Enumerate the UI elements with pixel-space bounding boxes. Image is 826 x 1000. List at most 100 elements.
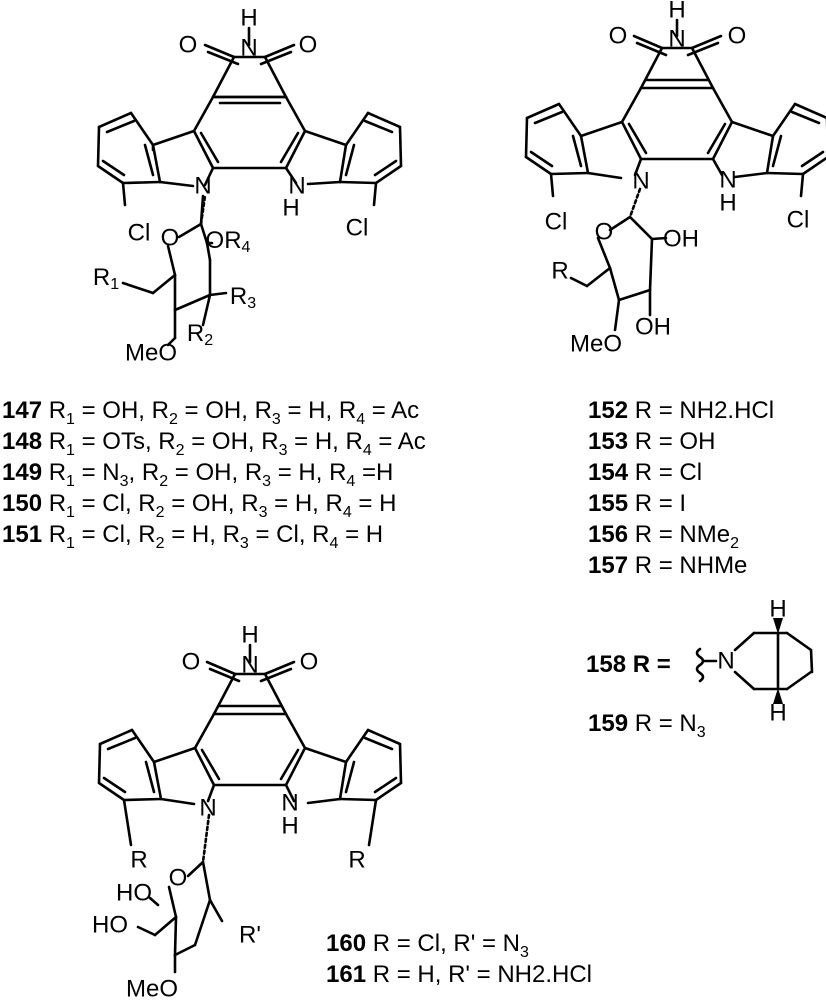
- structure-158-labels: N H H: [717, 596, 786, 727]
- atom-label-N: N: [281, 790, 298, 817]
- compound-caption: 150 R1 = Cl, R2 = OH, R3 = H, R4 = H: [2, 490, 396, 521]
- compound-substituents: R = Cl, R' = N3: [366, 930, 529, 961]
- atom-label-N: N: [199, 795, 216, 822]
- compound-substituents: R = I: [628, 490, 686, 517]
- compound-caption: 152 R = NH2.HCl: [588, 397, 774, 424]
- atom-label-O: O: [161, 225, 180, 252]
- compound-number: 147: [2, 397, 42, 424]
- label-text: R: [93, 264, 110, 291]
- structure-160-161-labels: H O N O N N H R R O HO HO R' MeO: [92, 622, 366, 1000]
- compound-number: 158: [586, 651, 626, 678]
- atom-label-R: R: [130, 847, 147, 874]
- compound-number: 159: [588, 710, 628, 737]
- compound-caption: 148 R1 = OTs, R2 = OH, R3 = H, R4 = Ac: [2, 428, 426, 459]
- atom-label-OR4: OR4: [206, 227, 251, 256]
- compound-substituents: R = H, R' = NH2.HCl: [366, 961, 592, 988]
- compound-caption: 157 R = NHMe: [588, 552, 747, 579]
- atom-label-O: O: [169, 865, 188, 892]
- compound-number: 152: [588, 397, 628, 424]
- structure-147-151: [96, 26, 403, 347]
- label-text: R: [187, 320, 204, 347]
- atom-label-N: N: [288, 173, 305, 200]
- compound-number: 151: [2, 521, 42, 548]
- compound-caption: 151 R1 = Cl, R2 = H, R3 = Cl, R4 = H: [2, 521, 383, 552]
- compound-caption: 155 R = I: [588, 490, 686, 517]
- compound-number: 153: [588, 428, 628, 455]
- label-text: R: [230, 283, 247, 310]
- compound-number: 161: [326, 961, 366, 988]
- atom-label-O: O: [299, 32, 318, 59]
- atom-label-R-prime: R': [239, 922, 261, 949]
- compound-substituents: R1 = Cl, R2 = OH, R3 = H, R4 = H: [42, 490, 396, 521]
- compound-number: 154: [588, 459, 629, 486]
- compound-number: 155: [588, 490, 628, 517]
- atom-label-R: R: [551, 258, 568, 285]
- compound-substituents: R1 = OTs, R2 = OH, R3 = H, R4 = Ac: [42, 428, 426, 459]
- compound-number: 157: [588, 552, 628, 579]
- atom-label-OH: OH: [635, 314, 671, 341]
- compound-number: 150: [2, 490, 42, 517]
- atom-label-O: O: [300, 649, 319, 676]
- compound-substituents: R = NMe2: [628, 521, 739, 552]
- compound-number: 149: [2, 459, 42, 486]
- atom-label-H: H: [241, 622, 258, 649]
- atom-label-HO: HO: [116, 880, 152, 907]
- atom-label-OH: OH: [663, 226, 699, 253]
- structure-152-159: [524, 18, 826, 332]
- compound-caption: 159 R = N3: [588, 710, 706, 741]
- compound-list-147-151: 147 R1 = OH, R2 = OH, R3 = H, R4 = Ac148…: [2, 397, 426, 552]
- atom-label-H: H: [240, 5, 257, 32]
- compound-caption: 154 R = Cl: [588, 459, 702, 486]
- compound-number: 148: [2, 428, 42, 455]
- label-subscript: 3: [247, 295, 256, 312]
- atom-label-R3: R3: [230, 283, 256, 312]
- atom-label-N: N: [240, 35, 257, 62]
- compound-caption: 149 R1 = N3, R2 = OH, R3 = H, R4 =H: [2, 459, 393, 490]
- atom-label-Cl: Cl: [545, 209, 568, 236]
- atom-label-N: N: [194, 173, 211, 200]
- atom-label-MeO: MeO: [125, 340, 177, 367]
- compound-substituents: R = N3: [628, 710, 706, 741]
- compound-caption: 156 R = NMe2: [588, 521, 739, 552]
- atom-label-H: H: [719, 190, 736, 217]
- structure-160-161: [97, 643, 403, 974]
- atom-label-Cl: Cl: [346, 215, 369, 242]
- atom-label-N: N: [719, 167, 736, 194]
- atom-label-R1: R1: [93, 264, 119, 293]
- atom-label-O: O: [609, 23, 628, 50]
- compound-substituents: R =: [626, 651, 671, 678]
- compound-substituents: R = NH2.HCl: [628, 397, 774, 424]
- compound-number: 156: [588, 521, 628, 548]
- compound-caption: 158 R =: [586, 651, 671, 678]
- compound-substituents: R = NHMe: [628, 552, 747, 579]
- atom-label-N: N: [717, 648, 734, 675]
- atom-label-H: H: [769, 700, 786, 727]
- compound-caption: 161 R = H, R' = NH2.HCl: [326, 961, 592, 988]
- atom-label-MeO: MeO: [570, 331, 622, 358]
- compound-substituents: R = OH: [628, 428, 715, 455]
- compound-caption: 147 R1 = OH, R2 = OH, R3 = H, R4 = Ac: [2, 397, 419, 428]
- atom-label-N: N: [241, 652, 258, 679]
- atom-label-O: O: [179, 32, 198, 59]
- compound-substituents: R1 = OH, R2 = OH, R3 = H, R4 = Ac: [42, 397, 419, 428]
- atom-label-R: R: [348, 847, 365, 874]
- atom-label-Cl: Cl: [128, 220, 151, 247]
- compound-caption: 153 R = OH: [588, 428, 715, 455]
- compound-caption: 160 R = Cl, R' = N3: [326, 930, 529, 961]
- label-subscript: 4: [242, 239, 251, 256]
- atom-label-H: H: [281, 813, 298, 840]
- atom-label-H: H: [668, 0, 685, 24]
- atom-label-HO: HO: [92, 912, 128, 939]
- atom-label-H: H: [769, 596, 786, 623]
- atom-label-O: O: [182, 649, 201, 676]
- atom-label-O: O: [728, 23, 747, 50]
- structure-152-159-labels: H O N O N N H Cl Cl O OH R OH MeO: [545, 0, 810, 358]
- atom-label-N: N: [632, 168, 649, 195]
- atom-label-N: N: [668, 26, 685, 53]
- atom-label-Cl: Cl: [787, 207, 810, 234]
- atom-label-O: O: [595, 219, 614, 246]
- compound-substituents: R1 = N3, R2 = OH, R3 = H, R4 =H: [42, 459, 393, 490]
